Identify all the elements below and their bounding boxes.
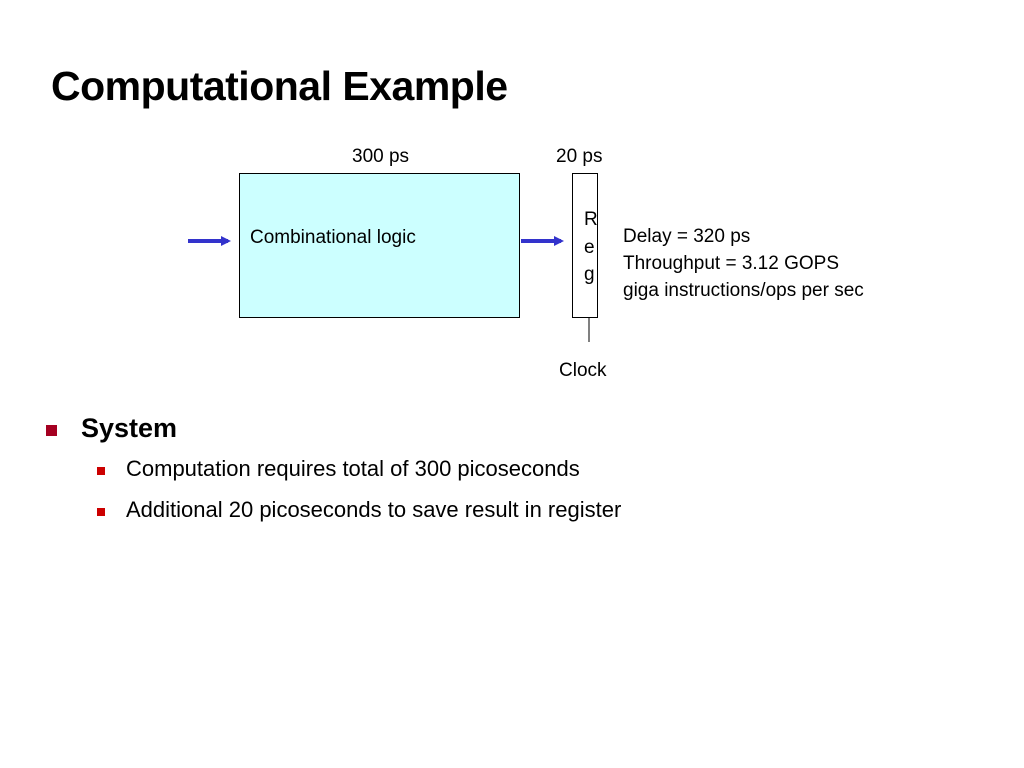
register-box: R e g: [572, 173, 598, 318]
performance-info: Delay = 320 ps Throughput = 3.12 GOPS gi…: [623, 223, 864, 304]
bullet-text: System: [81, 413, 178, 443]
square-bullet-icon: [97, 467, 105, 475]
combinational-logic-box: Combinational logic: [239, 173, 520, 318]
delay-text: Delay = 320 ps: [623, 226, 751, 247]
reg-delay-label: 20 ps: [556, 146, 603, 167]
throughput-text: Throughput = 3.12 GOPS: [623, 253, 839, 274]
combo-delay-label: 300 ps: [352, 146, 410, 167]
sub-bullet-text: Additional 20 picoseconds to save result…: [126, 497, 622, 522]
combinational-logic-label: Combinational logic: [250, 227, 416, 248]
slide-title: Computational Example: [51, 63, 508, 109]
clock-label: Clock: [559, 360, 607, 381]
register-letter: R: [584, 209, 598, 230]
throughput-definition: giga instructions/ops per sec: [623, 280, 864, 301]
square-bullet-icon: [97, 508, 105, 516]
square-bullet-icon: [46, 425, 57, 436]
register-letter: e: [584, 237, 595, 258]
register-letter: g: [584, 264, 595, 285]
sub-bullet-text: Computation requires total of 300 picose…: [126, 456, 580, 481]
